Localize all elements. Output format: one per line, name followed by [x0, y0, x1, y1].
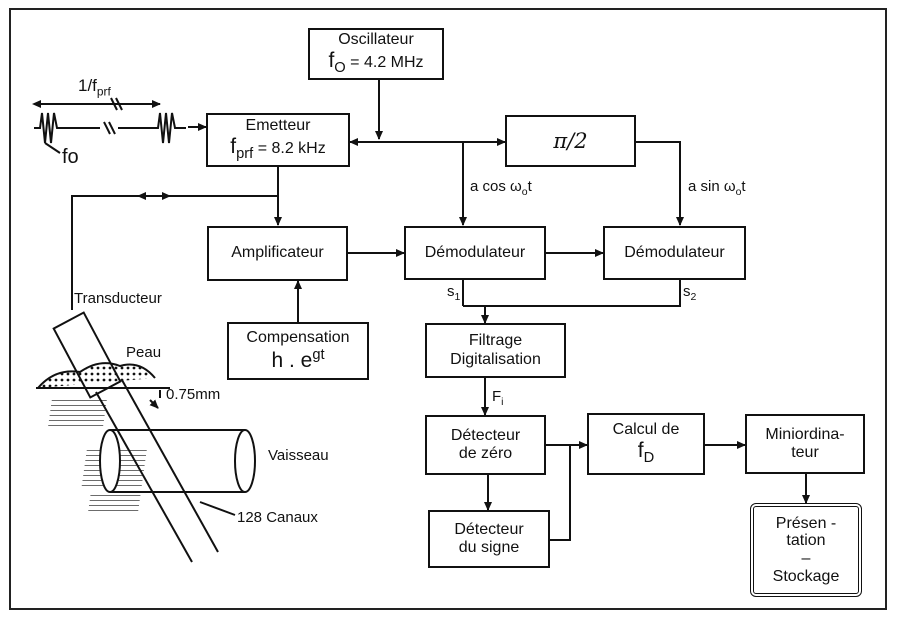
presentation-line3: –	[801, 550, 811, 567]
cos-label: a cos ωot	[470, 178, 532, 198]
miniordinateur-block: Miniordina- teur	[745, 414, 865, 474]
detecteur-signe-line2: du signe	[458, 539, 520, 556]
line-transducer	[71, 195, 278, 310]
presentation-block: Présen - tation – Stockage	[750, 503, 862, 597]
filtrage-line1: Filtrage	[468, 332, 523, 350]
oscillateur-title: Oscillateur	[338, 30, 414, 48]
miniordinateur-line2: teur	[791, 444, 819, 461]
presentation-line1: Présen -	[775, 514, 837, 532]
presentation-line4: Stockage	[772, 567, 840, 585]
miniordinateur-line1: Miniordina-	[765, 425, 845, 443]
line-signe-calcul	[550, 445, 571, 541]
amplificateur-block: Amplificateur	[207, 226, 348, 281]
oscillateur-block: Oscillateur fO = 4.2 MHz	[308, 28, 444, 80]
transducer-drawing	[36, 311, 256, 563]
calcul-block: Calcul de fD	[587, 413, 705, 475]
transducteur-label: Transducteur	[74, 290, 162, 307]
compensation-block: Compensation h . egt	[227, 322, 369, 380]
line-sin	[636, 141, 684, 226]
amplificateur-label: Amplificateur	[231, 244, 324, 262]
s2-label: s2	[683, 283, 697, 303]
demodulateur-1-label: Démodulateur	[424, 243, 526, 261]
filtrage-line2: Digitalisation	[450, 350, 541, 368]
demodulateur-1-block: Démodulateur	[404, 226, 546, 280]
line-s2	[463, 280, 681, 307]
detecteur-zero-line1: Détecteur	[450, 426, 521, 444]
peau-label: Peau	[126, 344, 162, 361]
s1-label: s1	[447, 283, 461, 303]
detecteur-signe-block: Détecteur du signe	[428, 510, 550, 568]
compensation-title: Compensation	[246, 328, 350, 346]
detecteur-zero-block: Détecteur de zéro	[425, 415, 546, 475]
calcul-line1: Calcul de	[612, 420, 680, 438]
fo-label: fo	[62, 146, 79, 168]
compensation-formula: h . egt	[271, 347, 325, 373]
calcul-freq: fD	[637, 439, 655, 467]
emetteur-title: Emetteur	[245, 116, 311, 134]
detecteur-zero-line2: de zéro	[458, 445, 513, 462]
emetteur-block: Emetteur fprf = 8.2 kHz	[206, 113, 350, 167]
oscillateur-freq: fO = 4.2 MHz	[328, 49, 424, 77]
detecteur-signe-line1: Détecteur	[454, 520, 524, 538]
presentation-line2: tation	[786, 532, 826, 550]
emetteur-freq: fprf = 8.2 kHz	[230, 135, 326, 163]
demodulateur-2-label: Démodulateur	[624, 243, 725, 261]
diagram-frame	[9, 8, 887, 610]
demodulateur-2-block: Démodulateur	[603, 226, 746, 280]
pulse-waveform	[32, 97, 186, 154]
prf-period-label: 1/fprf	[78, 76, 111, 99]
filtrage-block: Filtrage Digitalisation	[425, 323, 566, 378]
sin-label: a sin ωot	[688, 178, 746, 198]
fi-label: Fi	[492, 388, 504, 408]
canaux-label: 128 Canaux	[237, 509, 318, 526]
depth-label: 0.75mm	[166, 386, 221, 403]
vaisseau-label: Vaisseau	[268, 447, 329, 464]
phase-shift-block: π/2	[505, 115, 636, 167]
phase-shift-label: π/2	[553, 128, 588, 153]
